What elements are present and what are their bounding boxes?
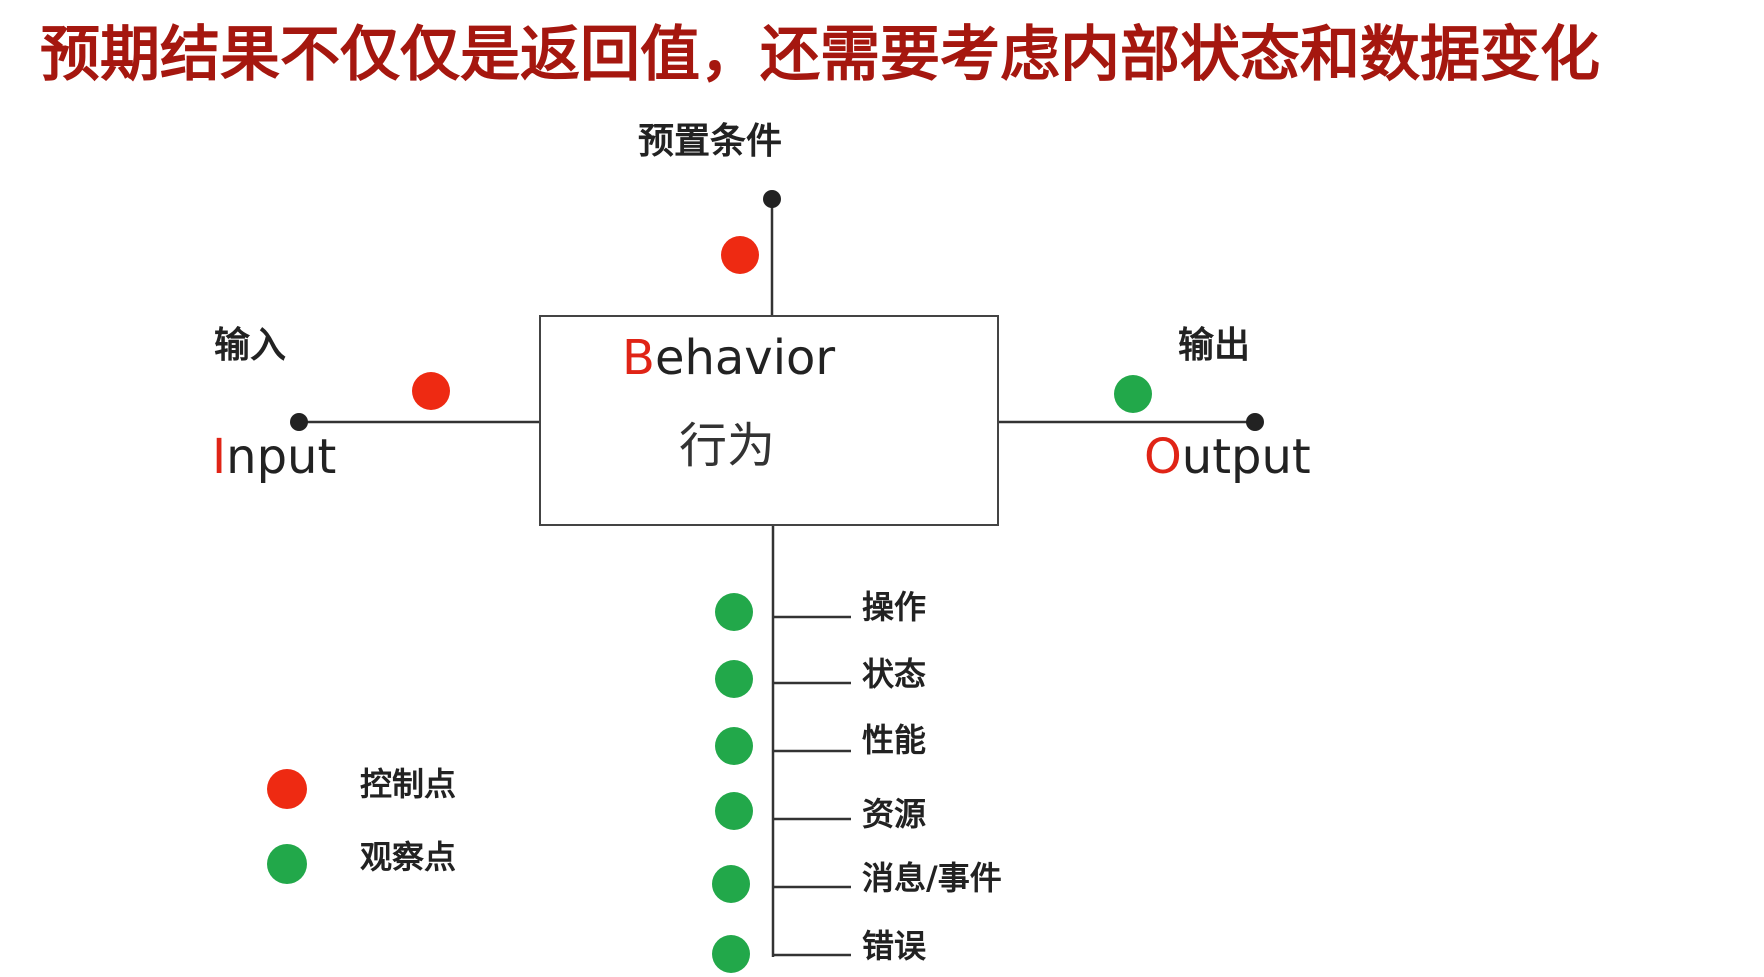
behavior-first-letter: B	[622, 330, 655, 386]
output-first-letter: O	[1144, 429, 1182, 485]
behavior-rest: ehavior	[654, 330, 836, 386]
obs-label-operation: 操作	[862, 588, 927, 626]
input-control-point	[412, 372, 450, 410]
obs-label-performance: 性能	[862, 721, 927, 759]
output-endpoint	[1246, 413, 1264, 431]
input-label-en: Input	[212, 429, 336, 485]
legend-control-label: 控制点	[360, 765, 457, 803]
behavior-box	[539, 315, 999, 526]
input-rest: nput	[226, 429, 337, 485]
output-label-cn: 输出	[1178, 325, 1251, 366]
output-rest: utput	[1181, 429, 1311, 485]
legend-control-dot	[267, 769, 307, 809]
obs-label-message-event: 消息/事件	[862, 859, 1002, 897]
obs-label-resource: 资源	[862, 795, 927, 833]
legend-observe-label: 观察点	[360, 838, 457, 876]
precondition-control-point	[721, 236, 759, 274]
behavior-label-cn: 行为	[679, 418, 776, 474]
input-endpoint	[290, 413, 308, 431]
obs-point-state	[715, 660, 753, 698]
obs-point-error	[712, 935, 750, 973]
behavior-label-en: Behavior	[622, 330, 835, 386]
obs-point-operation	[715, 593, 753, 631]
obs-label-state: 状态	[862, 655, 927, 693]
precondition-label: 预置条件	[638, 121, 783, 162]
input-label-cn: 输入	[214, 325, 287, 366]
obs-point-resource	[715, 792, 753, 830]
input-first-letter: I	[212, 429, 227, 485]
page-title: 预期结果不仅仅是返回值，还需要考虑内部状态和数据变化	[40, 20, 1600, 90]
precondition-endpoint	[763, 190, 781, 208]
output-observation-point	[1114, 375, 1152, 413]
output-label-en: Output	[1144, 429, 1311, 485]
obs-point-performance	[715, 727, 753, 765]
obs-point-message-event	[712, 865, 750, 903]
obs-label-error: 错误	[862, 927, 927, 965]
legend-observe-dot	[267, 844, 307, 884]
